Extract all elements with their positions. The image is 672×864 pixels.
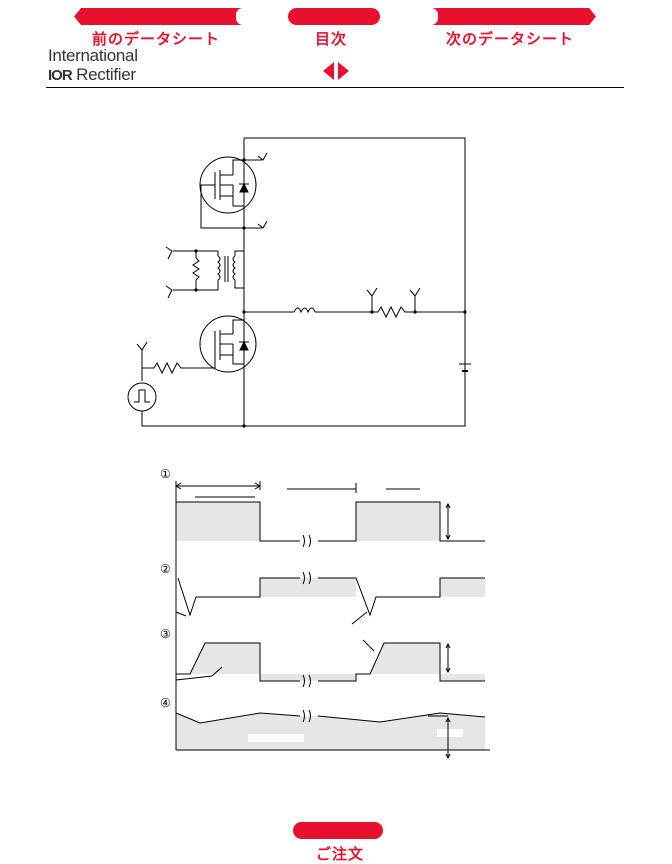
waveform-marker-1: ① bbox=[160, 467, 171, 481]
lower-mosfet-symbol bbox=[199, 315, 257, 373]
gate-resistor-symbol bbox=[142, 344, 216, 375]
waveform-3 bbox=[175, 639, 485, 682]
waveform-1 bbox=[175, 501, 485, 542]
prev-datasheet-tab[interactable] bbox=[74, 8, 250, 25]
logo-ior-mark: IOR bbox=[48, 67, 73, 84]
waveforms bbox=[175, 481, 490, 760]
prev-next-arrows-icon[interactable] bbox=[320, 60, 352, 82]
prev-datasheet-link[interactable]: 前のデータシート bbox=[92, 30, 221, 48]
order-tab[interactable] bbox=[293, 822, 383, 839]
circuit-schematic bbox=[127, 137, 471, 428]
upper-gate-wire bbox=[200, 184, 244, 229]
waveform-marker-3: ③ bbox=[160, 627, 171, 641]
waveform-marker-2: ② bbox=[160, 562, 171, 576]
logo-rectifier: IOR Rectifier bbox=[48, 65, 136, 85]
header-rule bbox=[46, 87, 624, 88]
next-datasheet-tab[interactable] bbox=[424, 8, 596, 25]
inductor-symbol bbox=[293, 307, 316, 314]
sense-resistor-symbol bbox=[372, 305, 465, 319]
logo-international: International bbox=[48, 46, 138, 65]
next-datasheet-link[interactable]: 次のデータシート bbox=[446, 30, 575, 48]
order-link[interactable]: ご注文 bbox=[316, 845, 365, 863]
waveform-break-marks bbox=[302, 534, 311, 723]
toc-link[interactable]: 目次 bbox=[315, 30, 348, 48]
logo-rectifier-text: Rectifier bbox=[76, 65, 136, 84]
gate-drive-network bbox=[165, 246, 244, 299]
waveform-4 bbox=[175, 712, 486, 760]
waveform-marker-4: ④ bbox=[160, 696, 171, 710]
outer-wire bbox=[244, 137, 466, 427]
pulse-generator-symbol bbox=[127, 382, 157, 412]
toc-tab[interactable] bbox=[288, 8, 380, 25]
waveform-2 bbox=[175, 577, 485, 625]
